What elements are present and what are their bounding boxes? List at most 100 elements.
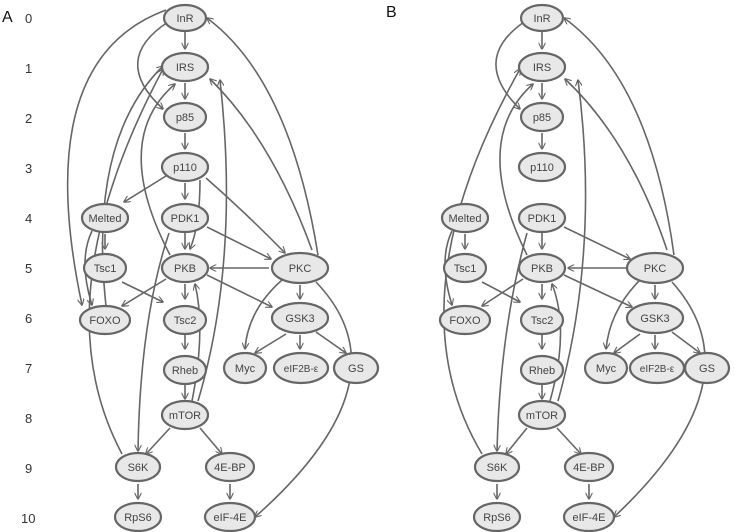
edge bbox=[205, 177, 285, 253]
node-label: Tsc1 bbox=[94, 263, 117, 275]
edge bbox=[556, 427, 581, 454]
node-label: Melted bbox=[448, 213, 481, 225]
node-gsk3: GSK3 bbox=[270, 301, 330, 335]
node-label: InR bbox=[176, 13, 193, 25]
node-irs: IRS bbox=[517, 51, 567, 83]
node-pdk1: PDK1 bbox=[160, 202, 210, 234]
panel-label-a: A bbox=[2, 9, 13, 26]
edge bbox=[495, 21, 525, 109]
edge bbox=[206, 274, 272, 307]
panel-b: InR IRS p85 p110 Melted PDK1 Tsc1 PKB PK… bbox=[438, 3, 731, 532]
node-label: Rheb bbox=[529, 365, 555, 377]
edge bbox=[482, 278, 524, 306]
node-foxo: FOXO bbox=[438, 304, 492, 336]
node-foxo: FOXO bbox=[78, 304, 132, 336]
edge bbox=[557, 80, 587, 402]
level-label: 5 bbox=[25, 261, 32, 276]
node-4ebp: 4E-BP bbox=[563, 451, 615, 483]
edge bbox=[255, 333, 287, 353]
node-mtor: mTOR bbox=[160, 399, 210, 431]
node-4ebp: 4E-BP bbox=[204, 451, 256, 483]
node-inr: InR bbox=[519, 3, 565, 33]
node-label: PKB bbox=[174, 263, 196, 275]
edge bbox=[563, 226, 630, 259]
node-pkb: PKB bbox=[517, 252, 567, 284]
nodes-b: InR IRS p85 p110 Melted PDK1 Tsc1 PKB PK… bbox=[438, 3, 731, 532]
edge bbox=[197, 80, 228, 402]
node-tsc1: Tsc1 bbox=[442, 252, 488, 284]
edge bbox=[564, 18, 675, 256]
edge bbox=[66, 9, 167, 305]
node-label: mTOR bbox=[169, 410, 201, 422]
edges-b bbox=[443, 18, 706, 517]
edge bbox=[140, 84, 175, 256]
node-p85: p85 bbox=[519, 101, 565, 133]
level-label: 4 bbox=[25, 211, 32, 226]
node-pdk1: PDK1 bbox=[517, 202, 567, 234]
node-label: RpS6 bbox=[124, 512, 152, 524]
node-gsk3: GSK3 bbox=[625, 301, 685, 335]
edge bbox=[136, 21, 169, 109]
node-label: PDK1 bbox=[171, 213, 200, 225]
node-label: eIF-4E bbox=[213, 512, 246, 524]
node-label: IRS bbox=[533, 62, 551, 74]
node-label: IRS bbox=[176, 62, 194, 74]
edge bbox=[122, 278, 167, 306]
node-melted: Melted bbox=[440, 202, 490, 234]
node-label: eIF-4E bbox=[572, 512, 605, 524]
nodes-a: InR IRS p85 p110 Melted PDK1 Tsc1 PKB PK… bbox=[78, 3, 380, 532]
edge bbox=[199, 427, 222, 454]
node-pkc: PKC bbox=[270, 251, 330, 285]
node-label: S6K bbox=[128, 462, 149, 474]
edge bbox=[549, 284, 562, 402]
edge bbox=[497, 232, 528, 451]
edge bbox=[563, 274, 632, 307]
edge bbox=[606, 279, 641, 349]
node-label: Tsc2 bbox=[531, 315, 554, 327]
node-myc: Myc bbox=[222, 351, 268, 385]
edge bbox=[506, 427, 528, 454]
node-label: 4E-BP bbox=[573, 462, 605, 474]
node-inr: InR bbox=[162, 3, 208, 33]
node-label: mTOR bbox=[526, 410, 558, 422]
node-irs: IRS bbox=[160, 51, 210, 83]
node-p110: p110 bbox=[160, 151, 210, 183]
node-label: PKB bbox=[531, 263, 553, 275]
node-eif2b: eIF2B-ε bbox=[272, 351, 330, 385]
node-eif4e: eIF-4E bbox=[562, 501, 616, 532]
edge bbox=[499, 84, 533, 256]
level-label: 0 bbox=[25, 11, 32, 26]
node-pkc: PKC bbox=[625, 251, 685, 285]
edge bbox=[481, 281, 520, 302]
edge bbox=[614, 281, 706, 517]
edge bbox=[138, 232, 170, 451]
level-axis: 0 1 2 3 4 5 6 7 8 9 10 bbox=[21, 11, 35, 526]
node-label: RpS6 bbox=[483, 512, 511, 524]
node-label: 4E-BP bbox=[214, 462, 246, 474]
panel-label-b: B bbox=[386, 4, 397, 21]
node-label: Tsc2 bbox=[174, 315, 197, 327]
edge bbox=[255, 281, 353, 517]
level-label: 3 bbox=[25, 161, 32, 176]
edge bbox=[671, 331, 700, 353]
node-label: InR bbox=[533, 13, 550, 25]
node-rps6: RpS6 bbox=[113, 501, 163, 532]
node-label: S6K bbox=[487, 462, 508, 474]
edge bbox=[121, 281, 163, 302]
edge bbox=[245, 279, 283, 349]
node-label: GSK3 bbox=[640, 313, 669, 325]
node-p110: p110 bbox=[517, 151, 567, 183]
node-label: p110 bbox=[530, 162, 554, 174]
node-label: Tsc1 bbox=[454, 263, 477, 275]
node-label: Myc bbox=[235, 363, 256, 375]
level-label: 9 bbox=[25, 461, 32, 476]
edges-a bbox=[66, 9, 353, 517]
level-label: 1 bbox=[25, 61, 32, 76]
node-label: PKC bbox=[289, 263, 312, 275]
node-label: p85 bbox=[533, 112, 551, 124]
edge bbox=[146, 427, 171, 454]
edge bbox=[88, 69, 163, 455]
node-label: GS bbox=[348, 363, 364, 375]
node-label: GS bbox=[699, 363, 715, 375]
